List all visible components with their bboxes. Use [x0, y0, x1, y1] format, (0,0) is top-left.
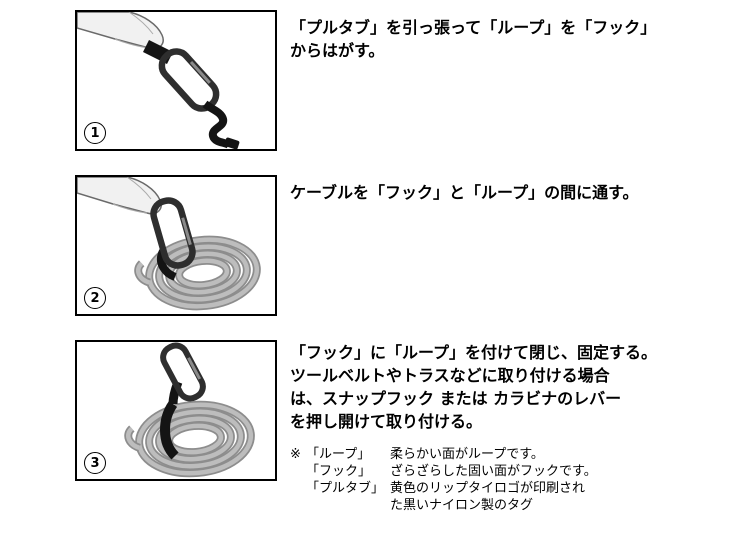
- step-number: 3: [90, 455, 100, 471]
- footnote-term: 「プルタブ」: [306, 481, 385, 496]
- carabiner-icon: [160, 342, 206, 402]
- footnote-marker: ※: [290, 447, 301, 462]
- footnote-row-hook: 「フック」 ざらざらした固い面がフックです。: [290, 463, 597, 480]
- footnote-term: 「ループ」: [306, 447, 371, 462]
- step-1-illustration: [77, 12, 240, 149]
- step-number-badge: 3: [84, 452, 106, 474]
- caption-line: 「フック」に「ループ」を付けて閉じ、固定する。: [290, 343, 658, 362]
- step-number: 2: [90, 290, 100, 306]
- cable-coil-icon: [124, 400, 255, 478]
- step-1-illustration-panel: 1: [75, 10, 277, 151]
- footnote-desc-line: た黒いナイロン製のタグ: [390, 498, 534, 513]
- footnote-term: 「フック」: [306, 464, 372, 479]
- footnote-row-loop: ※ 「ループ」 柔らかい面がループです。: [290, 446, 597, 463]
- step-number-badge: 1: [84, 122, 106, 144]
- step-2-caption: ケーブルを「フック」と「ループ」の間に通す。: [290, 181, 738, 204]
- footnote-row-pulltab: 「プルタブ」 黄色のリップタイロゴが印刷され た黒いナイロン製のタグ: [290, 480, 597, 514]
- footnote-desc: ざらざらした固い面がフックです。: [390, 464, 597, 479]
- footnotes: ※ 「ループ」 柔らかい面がループです。 「フック」 ざらざらした固い面がフック…: [290, 446, 597, 514]
- step-1-caption: 「プルタブ」を引っ張って「ループ」を「フック」 からはがす。: [290, 16, 738, 62]
- caption-line: を押し開けて取り付ける。: [290, 412, 483, 431]
- caption-line: ツールベルトやトラスなどに取り付ける場合: [290, 366, 610, 385]
- step-2-illustration-panel: 2: [75, 175, 277, 316]
- step-2-illustration: [77, 177, 261, 311]
- step-3-illustration: [124, 342, 255, 478]
- caption-line: は、スナップフック または カラビナのレバー: [290, 389, 622, 408]
- step-number: 1: [90, 125, 100, 141]
- step-number-badge: 2: [84, 287, 106, 309]
- caption-line: からはがす。: [290, 41, 385, 60]
- footnote-desc: 柔らかい面がループです。: [390, 447, 544, 462]
- strap-icon: [202, 100, 240, 149]
- footnote-desc-line: 黄色のリップタイロゴが印刷され: [390, 481, 586, 496]
- caption-line: ケーブルを「フック」と「ループ」の間に通す。: [290, 183, 639, 202]
- step-3-caption: 「フック」に「ループ」を付けて閉じ、固定する。 ツールベルトやトラスなどに取り付…: [290, 341, 738, 433]
- step-3-illustration-panel: 3: [75, 340, 277, 481]
- cable-coil-icon: [134, 235, 261, 311]
- hand-icon: [77, 177, 162, 215]
- footnote-desc: 黄色のリップタイロゴが印刷され た黒いナイロン製のタグ: [390, 480, 597, 514]
- carabiner-icon: [150, 197, 196, 269]
- caption-line: 「プルタブ」を引っ張って「ループ」を「フック」: [290, 18, 657, 37]
